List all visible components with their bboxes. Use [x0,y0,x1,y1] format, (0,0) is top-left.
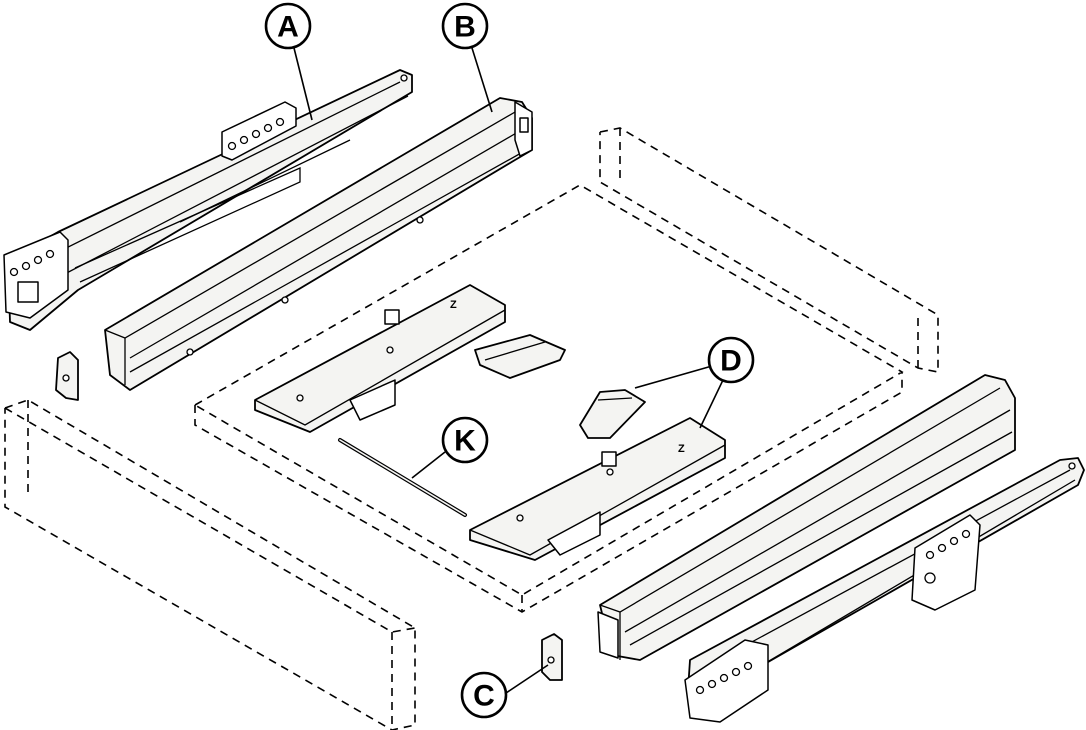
right-runner [684,457,1085,723]
leader-lines [293,47,724,694]
rear-bracket-right: Z [469,417,726,561]
callout-d-label: D [720,345,742,378]
callout-c: C [460,671,508,719]
front-panel-outline [4,399,416,730]
callout-b: B [441,2,489,50]
front-clip-right [541,633,563,681]
callout-d: D [707,336,755,384]
callout-b-label: B [454,11,476,44]
rear-hook-left [474,334,566,379]
front-clip-left [55,351,79,401]
callout-k: K [441,416,489,464]
right-drawer-side [597,374,1016,661]
callout-k-label: K [454,425,476,458]
bottom-panel-outline [194,184,904,613]
svg-text:Z: Z [450,299,457,311]
callout-c-label: C [473,680,495,713]
svg-text:Z: Z [678,443,685,455]
left-runner [3,69,413,331]
rear-bracket-left: Z [254,284,506,433]
callout-a-label: A [277,11,299,44]
callout-a: A [264,2,312,50]
rear-hook-right [579,389,646,439]
cross-rod [338,438,467,517]
left-drawer-side [104,97,533,391]
back-panel-outline [599,127,939,373]
